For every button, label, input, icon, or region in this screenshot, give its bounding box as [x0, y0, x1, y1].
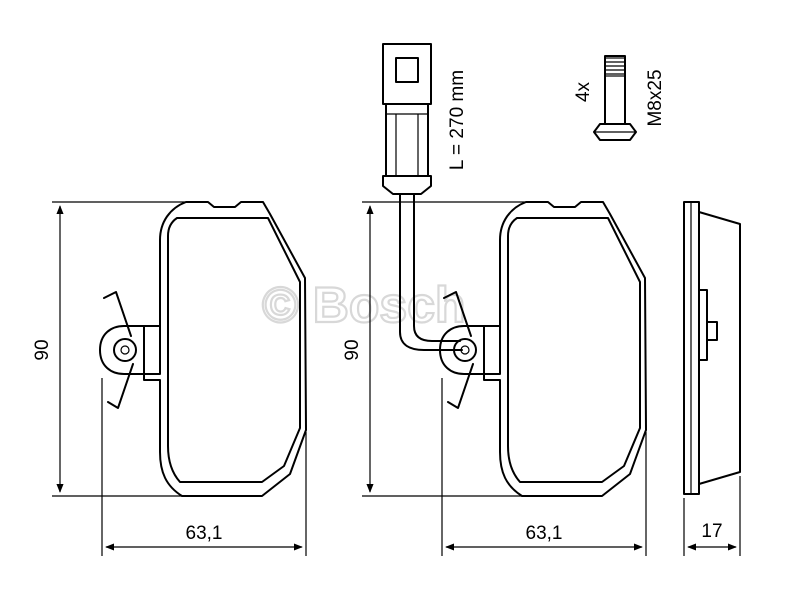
middle-brake-pad — [439, 201, 647, 497]
bolt-size-label: M8x25 — [645, 69, 666, 126]
middle-width-label: 63,1 — [526, 523, 563, 544]
left-brake-pad — [99, 201, 307, 497]
wire-length-label: L = 270 mm — [447, 70, 468, 170]
wear-sensor — [382, 43, 463, 351]
bolt-quantity-label: 4x — [573, 81, 594, 102]
thickness-label: 17 — [701, 521, 722, 542]
watermark: © Bosch — [262, 277, 466, 333]
left-dimensions — [52, 201, 307, 556]
left-width-label: 63,1 — [186, 523, 223, 544]
side-view-pad — [683, 201, 741, 495]
middle-dimensions — [362, 201, 647, 556]
middle-height-label: 90 — [342, 339, 363, 360]
bolt-icon — [593, 55, 637, 141]
thickness-dimension — [683, 476, 741, 556]
left-height-label: 90 — [32, 339, 53, 360]
